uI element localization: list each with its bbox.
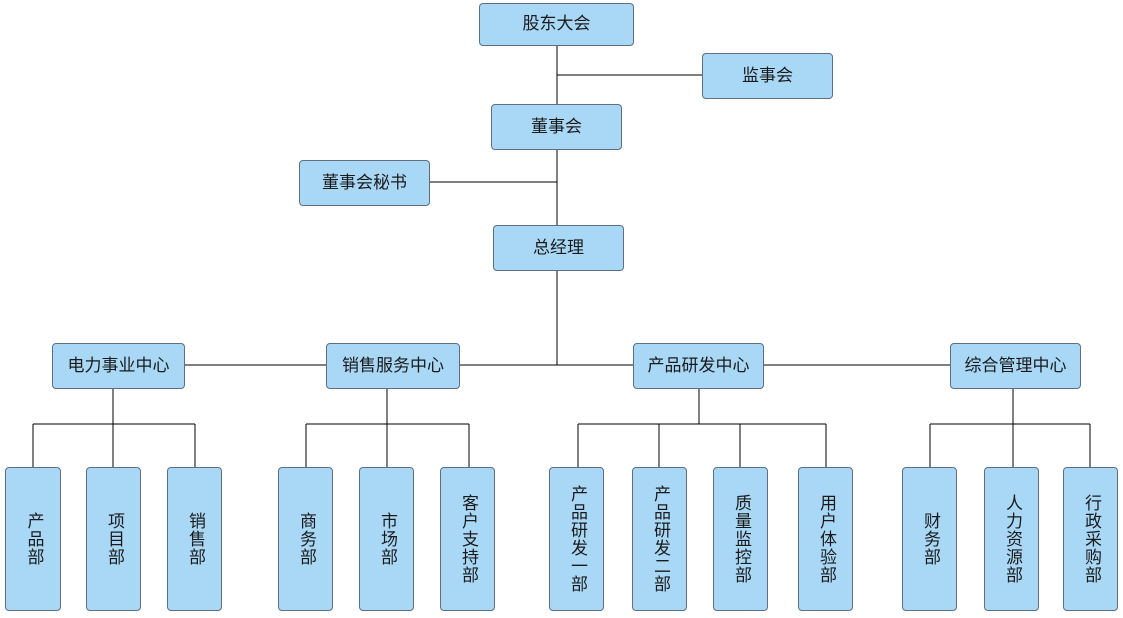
node-sales-market: 市场部 bbox=[359, 467, 414, 611]
node-power-center: 电力事业中心 bbox=[52, 343, 185, 389]
node-admin-hr: 人力资源部 bbox=[984, 467, 1039, 611]
node-power-product: 产品部 bbox=[5, 467, 61, 611]
node-power-sales: 销售部 bbox=[167, 467, 222, 611]
node-rd-ux: 用户体验部 bbox=[798, 467, 853, 611]
node-admin-purchase: 行政采购部 bbox=[1063, 467, 1118, 611]
node-rd-two: 产品研发二部 bbox=[632, 467, 687, 611]
node-supervisors: 监事会 bbox=[702, 53, 833, 99]
node-board: 董事会 bbox=[491, 104, 622, 150]
node-board-secretary: 董事会秘书 bbox=[299, 160, 430, 206]
node-general-manager: 总经理 bbox=[493, 225, 624, 271]
node-admin-finance: 财务部 bbox=[902, 467, 957, 611]
node-power-project: 项目部 bbox=[86, 467, 141, 611]
node-sales-center: 销售服务中心 bbox=[326, 343, 460, 389]
node-sales-business: 商务部 bbox=[278, 467, 333, 611]
node-sales-support: 客户支持部 bbox=[440, 467, 495, 611]
node-admin-center: 综合管理中心 bbox=[950, 343, 1081, 389]
node-rd-one: 产品研发一部 bbox=[549, 467, 604, 611]
node-rd-quality: 质量监控部 bbox=[713, 467, 768, 611]
node-rd-center: 产品研发中心 bbox=[633, 343, 764, 389]
node-shareholders: 股东大会 bbox=[479, 3, 634, 46]
